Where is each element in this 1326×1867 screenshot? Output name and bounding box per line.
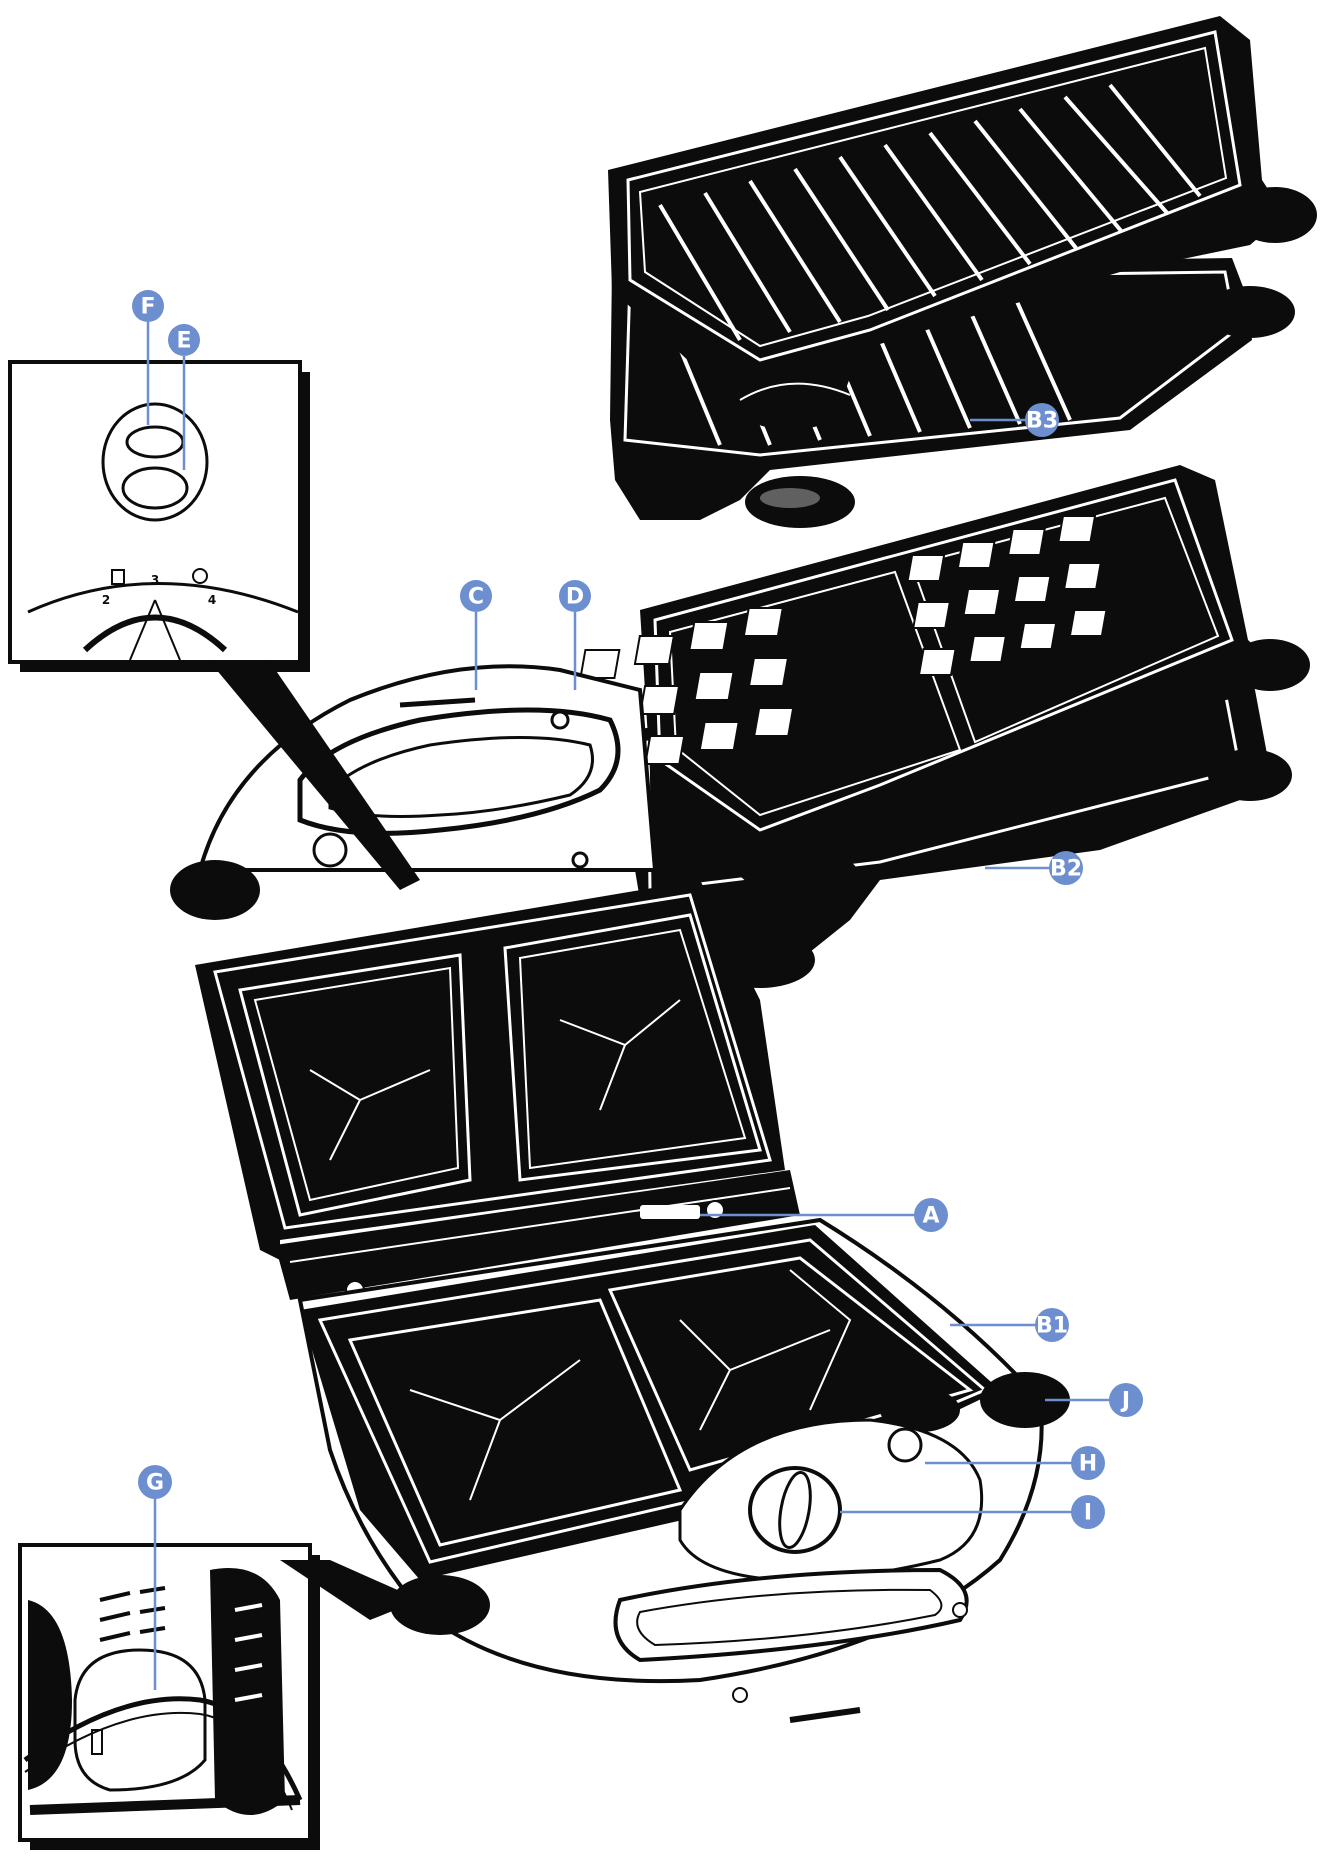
svg-text:J: J [1120, 1389, 1130, 1414]
grill-plates-b3 [608, 16, 1317, 528]
svg-text:H: H [1079, 1452, 1097, 1477]
callout-b2: B2 [985, 851, 1083, 885]
svg-text:F: F [140, 295, 155, 320]
dial-mark-2: 2 [102, 593, 110, 607]
dial-mark-4: 4 [208, 593, 216, 607]
svg-text:A: A [922, 1204, 939, 1229]
callout-h: H [925, 1446, 1105, 1480]
svg-text:I: I [1084, 1501, 1092, 1526]
svg-text:B1: B1 [1036, 1314, 1068, 1339]
callout-f: F [132, 290, 164, 425]
callout-d: D [559, 580, 591, 690]
dial-mark-3: 3 [151, 573, 159, 587]
vents [99, 1586, 166, 1642]
indicator-light-lower [121, 466, 189, 510]
callout-i: I [840, 1495, 1105, 1529]
inset-indicator-lights: 3 2 4 [8, 360, 420, 890]
callout-b3: B3 [970, 403, 1059, 437]
callout-j: J [1045, 1383, 1143, 1417]
waffle-icon [192, 568, 208, 584]
indicator-light-upper [125, 425, 185, 459]
svg-text:B3: B3 [1026, 409, 1058, 434]
svg-text:B2: B2 [1050, 857, 1082, 882]
power-cord [23, 1696, 303, 1802]
sandwich-icon [111, 569, 125, 585]
callout-b1: B1 [950, 1308, 1069, 1342]
grill-plate-upper [608, 16, 1317, 430]
foot-right [210, 1568, 285, 1815]
sandwich-maker-body [170, 664, 1070, 1723]
inset-cord-storage [18, 1543, 420, 1850]
callouts: F E C D B3 B2 [132, 290, 1143, 1690]
svg-text:D: D [566, 585, 584, 610]
thermostat-dial[interactable] [748, 1466, 842, 1554]
waffle-plate-upper [579, 465, 1310, 906]
waffle-plates-b2 [579, 465, 1310, 988]
upper-triangles [238, 913, 762, 1217]
callout-e: E [168, 324, 200, 470]
callout-a: A [700, 1198, 948, 1232]
lower-triangles [347, 1256, 974, 1547]
hinge [275, 1170, 800, 1300]
svg-text:E: E [176, 329, 191, 354]
svg-text:G: G [146, 1471, 164, 1496]
bottom-handle [613, 1567, 969, 1663]
indicator-lights [887, 1427, 923, 1463]
callout-c: C [460, 580, 492, 690]
lower-sandwich-plate [300, 1225, 1000, 1580]
svg-text:C: C [468, 585, 484, 610]
dial-arc [82, 614, 228, 653]
callout-g: G [138, 1465, 172, 1690]
